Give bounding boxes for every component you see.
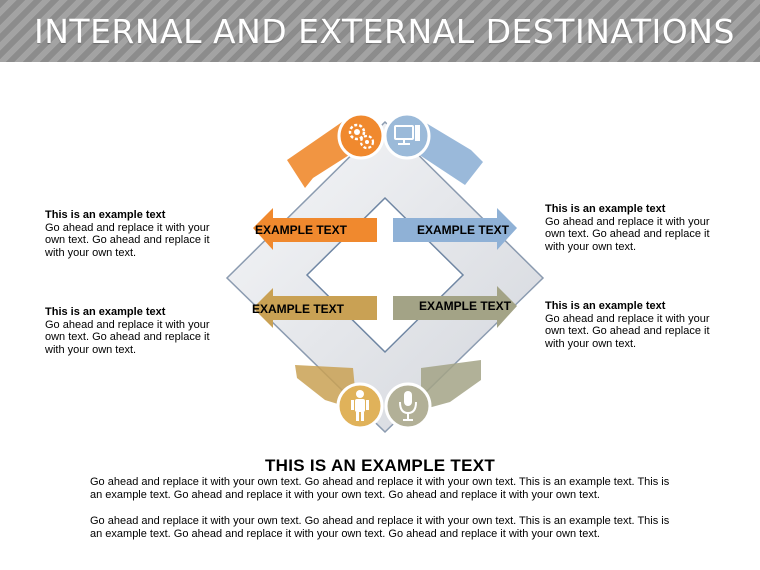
text-block-left-top: This is an example text Go ahead and rep… xyxy=(45,209,225,259)
arrow-olive xyxy=(393,286,517,328)
arrow-label: EXAMPLE TEXT xyxy=(419,299,512,313)
text-block-right-top: This is an example text Go ahead and rep… xyxy=(545,203,725,253)
text-block-line: Go ahead and replace it with your xyxy=(545,312,710,325)
text-block-line: with your own text. xyxy=(45,343,137,356)
diamond-frame xyxy=(225,120,545,434)
text-block-title: This is an example text xyxy=(545,300,666,312)
paragraph-line: Go ahead and replace it with your own te… xyxy=(90,476,670,488)
paragraph-line: Go ahead and replace it with your own te… xyxy=(90,515,670,527)
paragraph-line: an example text. Go ahead and replace it… xyxy=(90,489,600,501)
text-block-line: own text. Go ahead and replace it xyxy=(45,331,210,343)
microphone-icon xyxy=(384,382,432,430)
person-icon xyxy=(336,382,384,430)
gears-icon xyxy=(337,112,385,160)
arrow-label: EXAMPLE TEXT xyxy=(417,223,510,237)
paragraph-2: Go ahead and replace it with your own te… xyxy=(90,515,710,541)
text-block-line: own text. Go ahead and replace it xyxy=(545,228,710,240)
arrow-orange xyxy=(253,208,377,250)
text-block-line: with your own text. xyxy=(45,246,137,259)
text-block-line: Go ahead and replace it with your xyxy=(45,318,210,331)
text-block-title: This is an example text xyxy=(45,209,166,221)
text-block-line: own text. Go ahead and replace it xyxy=(45,234,210,246)
paragraph-1: Go ahead and replace it with your own te… xyxy=(90,476,710,502)
text-block-right-bottom: This is an example text Go ahead and rep… xyxy=(545,300,725,350)
ribbon-bottom-right xyxy=(421,360,481,410)
text-block-line: Go ahead and replace it with your xyxy=(545,215,710,228)
text-block-title: This is an example text xyxy=(45,306,166,318)
paragraph-line: an example text. Go ahead and replace it… xyxy=(90,528,600,540)
text-block-title: This is an example text xyxy=(545,203,666,215)
computer-icon xyxy=(383,112,431,160)
arrow-blue xyxy=(393,208,517,250)
arrow-label: EXAMPLE TEXT xyxy=(252,302,345,316)
text-block-line: Go ahead and replace it with your xyxy=(45,221,210,234)
text-block-line: own text. Go ahead and replace it xyxy=(545,325,710,337)
arrow-tan xyxy=(253,288,377,328)
destinations-diagram: EXAMPLE TEXT EXAMPLE TEXT EXAMPLE TEXT E… xyxy=(225,112,545,434)
text-block-left-bottom: This is an example text Go ahead and rep… xyxy=(45,306,225,356)
page-title: INTERNAL AND EXTERNAL DESTINATIONS xyxy=(34,12,735,51)
header-banner: INTERNAL AND EXTERNAL DESTINATIONS xyxy=(0,0,760,62)
arrow-label: EXAMPLE TEXT xyxy=(255,223,348,237)
text-block-line: with your own text. xyxy=(545,337,637,350)
ribbon-top-right xyxy=(415,120,483,185)
main-title: THIS IS AN EXAMPLE TEXT xyxy=(264,456,496,475)
text-block-line: with your own text. xyxy=(545,240,637,253)
